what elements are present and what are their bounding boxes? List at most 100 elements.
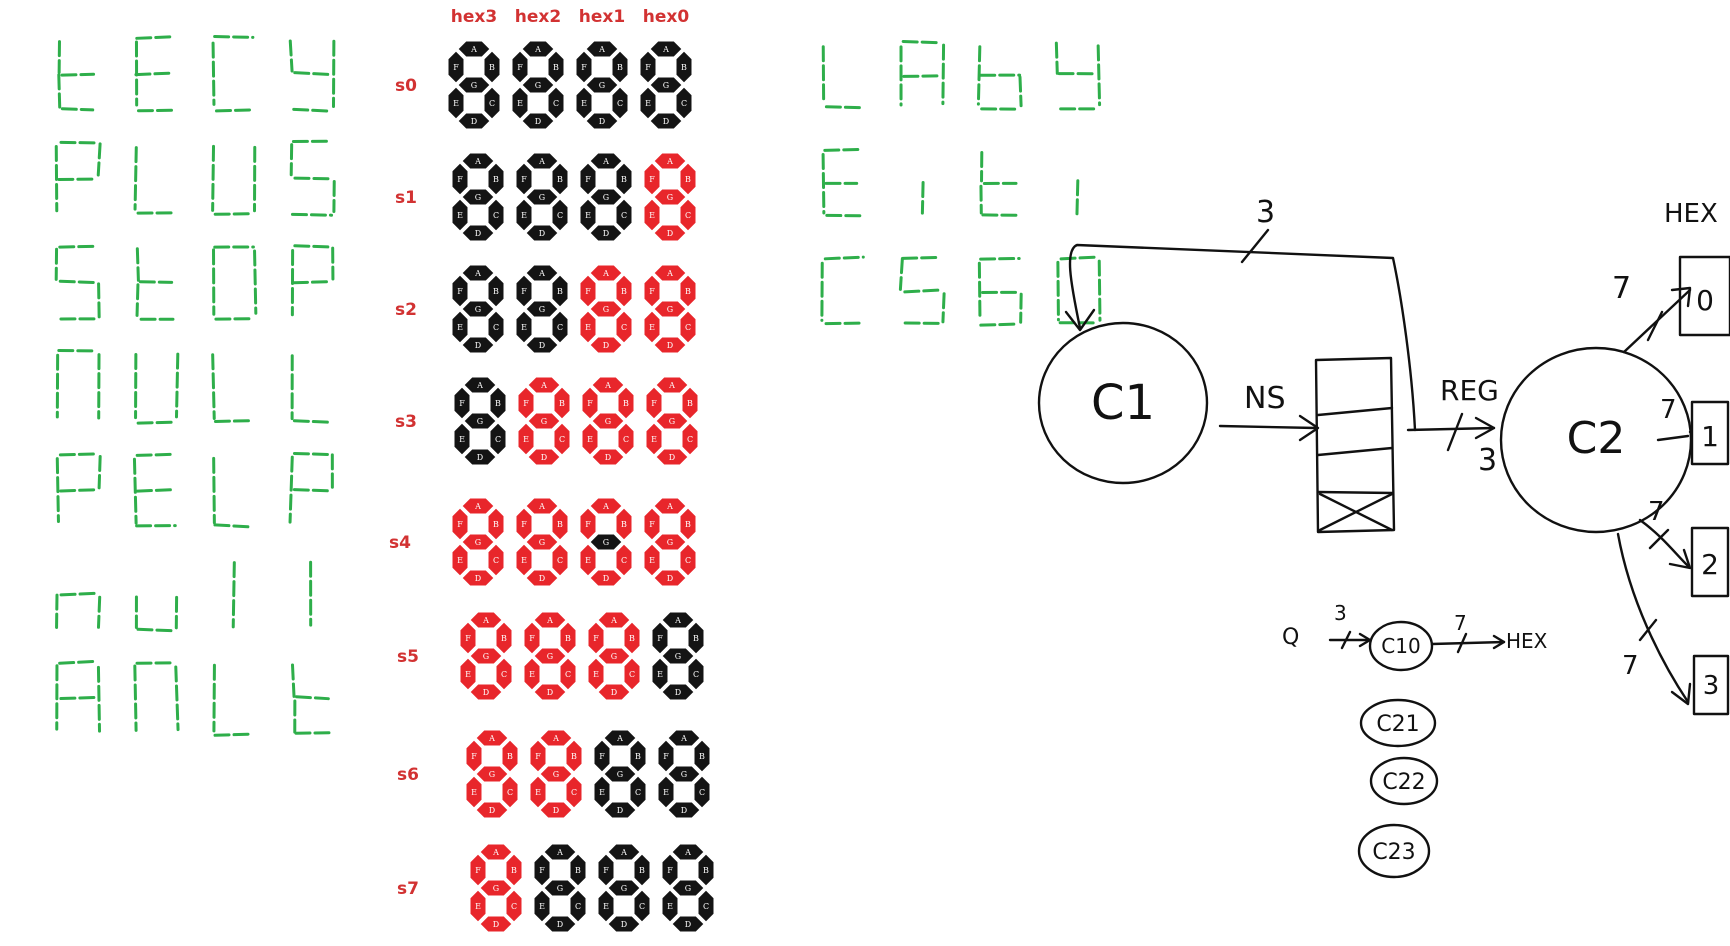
state-label: s3 (395, 412, 417, 432)
segment-letter: F (651, 399, 657, 408)
left-segment (96, 595, 102, 629)
legend-out-slash (1456, 632, 1468, 654)
right-glyph (821, 147, 864, 218)
segment-g (585, 76, 619, 94)
right-segment (823, 255, 865, 261)
left-glyph (55, 659, 102, 733)
hex-title: HEX (1664, 199, 1718, 229)
right-segment (1056, 260, 1060, 322)
right-word-column: LAbyEitiC560 (820, 39, 1102, 327)
segment-letter: G (483, 652, 489, 661)
segment-d (533, 683, 567, 701)
right-segment (941, 43, 946, 106)
hex0-index: 0 (1696, 284, 1714, 317)
segment-c (615, 310, 633, 344)
segment-a (661, 611, 695, 629)
segment-c (675, 86, 693, 120)
left-segment (54, 144, 59, 213)
segment-e (447, 86, 465, 120)
segment-letter: F (663, 752, 669, 761)
segment-letter: A (476, 381, 483, 390)
segment-b (553, 386, 571, 420)
segment-a (591, 376, 625, 394)
left-word: null (55, 560, 313, 633)
sub-block-c21: C21 (1376, 712, 1419, 737)
left-segment (136, 108, 175, 113)
c1-label: C1 (1091, 375, 1155, 431)
segment-g (475, 765, 509, 783)
segment-letter: D (605, 453, 611, 462)
segment-letter: A (668, 381, 675, 390)
segment-c (679, 310, 697, 344)
left-segment (134, 71, 171, 77)
segment-c (489, 422, 507, 456)
segment-d (525, 224, 559, 242)
left-segment (59, 488, 100, 493)
left-segment (231, 561, 236, 629)
segment-letter: E (457, 556, 463, 565)
segment-d (667, 801, 701, 819)
segment-a (607, 843, 641, 861)
segment-letter: C (571, 788, 577, 797)
segment-letter: C (685, 556, 691, 565)
segment-letter: E (539, 902, 545, 911)
segment-a (527, 376, 561, 394)
segment-letter: C (493, 211, 499, 220)
segment-letter: C (685, 211, 691, 220)
segment-e (593, 775, 611, 809)
segment-letter: G (475, 305, 481, 314)
segment-letter: F (667, 866, 673, 875)
segment-f (579, 507, 597, 541)
segment-a (603, 729, 637, 747)
segment-e (581, 422, 599, 456)
left-segment (133, 146, 138, 211)
left-word: PELP (55, 451, 334, 529)
feedback-arrowhead (1064, 308, 1096, 332)
left-segment (213, 35, 255, 39)
left-segment (58, 244, 99, 249)
segment-b (569, 853, 587, 887)
segment-c (615, 198, 633, 232)
segment-letter: F (457, 287, 463, 296)
c1-circle (1037, 321, 1209, 485)
segment-letter: E (517, 99, 523, 108)
hex3-width: 7 (1622, 651, 1639, 681)
left-glyph (132, 452, 177, 528)
segment-letter: B (575, 866, 581, 875)
segment-b (611, 50, 629, 84)
hex3-index: 3 (1703, 671, 1720, 701)
segment-c (693, 775, 711, 809)
segment-f (453, 386, 471, 420)
segment-letter: G (667, 193, 673, 202)
segment-a (475, 729, 509, 747)
segment-e (575, 86, 593, 120)
left-segment (293, 71, 331, 77)
segment-g (597, 647, 631, 665)
segment-letter: D (553, 806, 559, 815)
segment-a (533, 611, 567, 629)
left-segment (292, 419, 333, 424)
segment-letter: D (547, 688, 553, 697)
segment-letter: D (483, 688, 489, 697)
segment-letter: C (699, 788, 705, 797)
segment-letter: G (617, 770, 623, 779)
segment-b (487, 162, 505, 196)
segment-a (457, 40, 491, 58)
segment-e (579, 310, 597, 344)
segment-letter: E (585, 323, 591, 332)
reg-to-c2-arrowhead (1474, 416, 1496, 440)
left-segment (215, 108, 254, 113)
left-glyph (55, 591, 102, 629)
segment-g (655, 412, 689, 430)
segment-d (653, 224, 687, 242)
segment-d (589, 336, 623, 354)
segment-letter: G (603, 538, 609, 547)
left-glyph (211, 144, 257, 216)
left-glyph (290, 663, 331, 735)
state-label: s1 (395, 188, 417, 208)
segment-g (525, 188, 559, 206)
hex1-wire-main (1656, 434, 1690, 442)
